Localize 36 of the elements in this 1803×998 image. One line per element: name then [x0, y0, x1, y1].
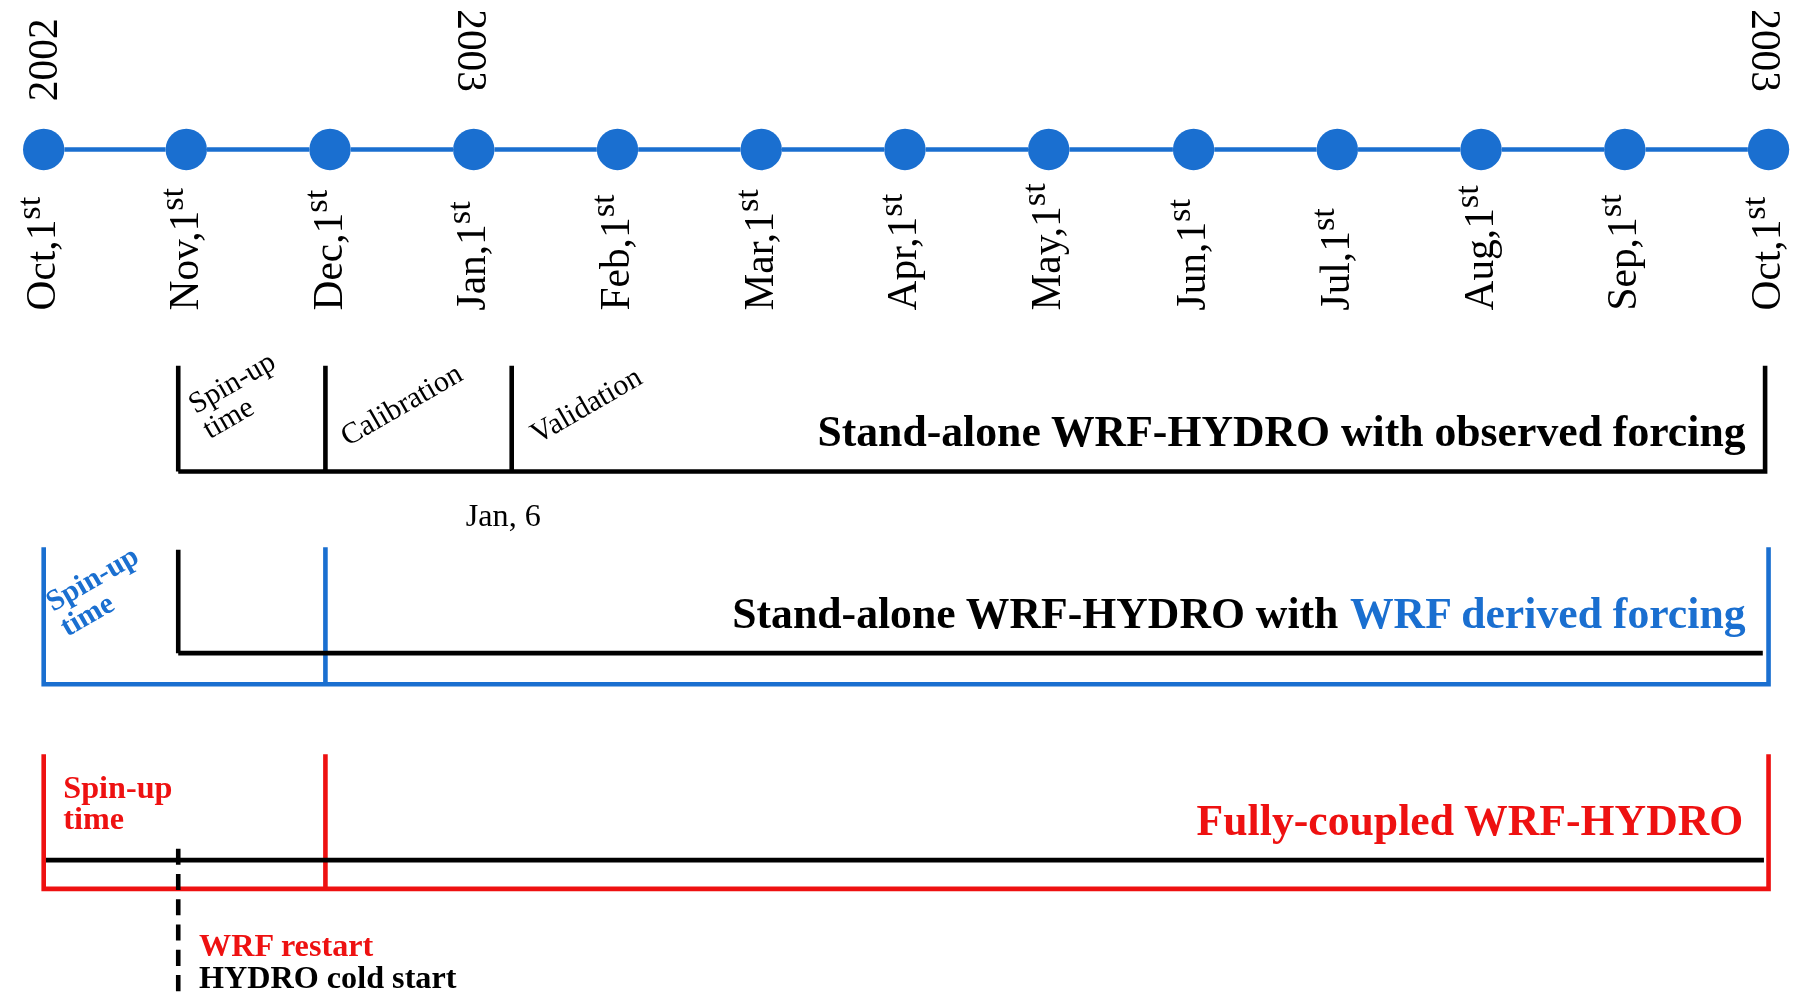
timeline-point: [23, 128, 65, 171]
experiment-title: Stand-alone WRF-HYDRO with observed forcing: [817, 409, 1746, 454]
timeline-point: [1747, 128, 1790, 171]
timeline-point: [1460, 128, 1502, 171]
timeline-segment: [1358, 147, 1461, 152]
timeline-segment: [1214, 147, 1317, 152]
timeline-segment: [1501, 147, 1605, 152]
timeline-segment: [1069, 147, 1173, 152]
period-label: Spin-up time: [63, 772, 174, 834]
experiment-title: WRF derived forcing: [1349, 591, 1746, 635]
year-label: 2002: [23, 18, 65, 102]
timeline-segment: [925, 147, 1028, 152]
year-label: 2003: [450, 9, 493, 92]
timeline-point: [1316, 128, 1359, 171]
experiment-title: Stand-alone WRF-HYDRO with: [732, 591, 1339, 635]
timeline-segment: [64, 147, 166, 152]
run-note: HYDRO cold start: [198, 961, 457, 994]
timeline-point: [309, 128, 351, 171]
run-note: WRF restart: [198, 929, 374, 962]
timeline-segment: [1645, 147, 1748, 152]
timeline-segment: [494, 147, 597, 152]
date-label: Jan, 6: [465, 499, 541, 532]
timeline-point: [884, 128, 926, 171]
timeline-point: [1028, 128, 1070, 171]
timeline-segment: [638, 147, 741, 152]
timeline-point: [1172, 128, 1215, 171]
timeline-point: [165, 128, 207, 171]
timeline-point: [453, 128, 495, 171]
timeline-point: [596, 128, 639, 171]
timeline-point: [1604, 128, 1646, 171]
timeline-segment: [781, 147, 885, 152]
year-label: 2003: [1745, 9, 1787, 92]
timeline-segment: [350, 147, 454, 152]
timeline-point: [740, 128, 782, 171]
timeline-segment: [207, 147, 310, 152]
experiment-title: Fully-coupled WRF-HYDRO: [1196, 798, 1744, 842]
